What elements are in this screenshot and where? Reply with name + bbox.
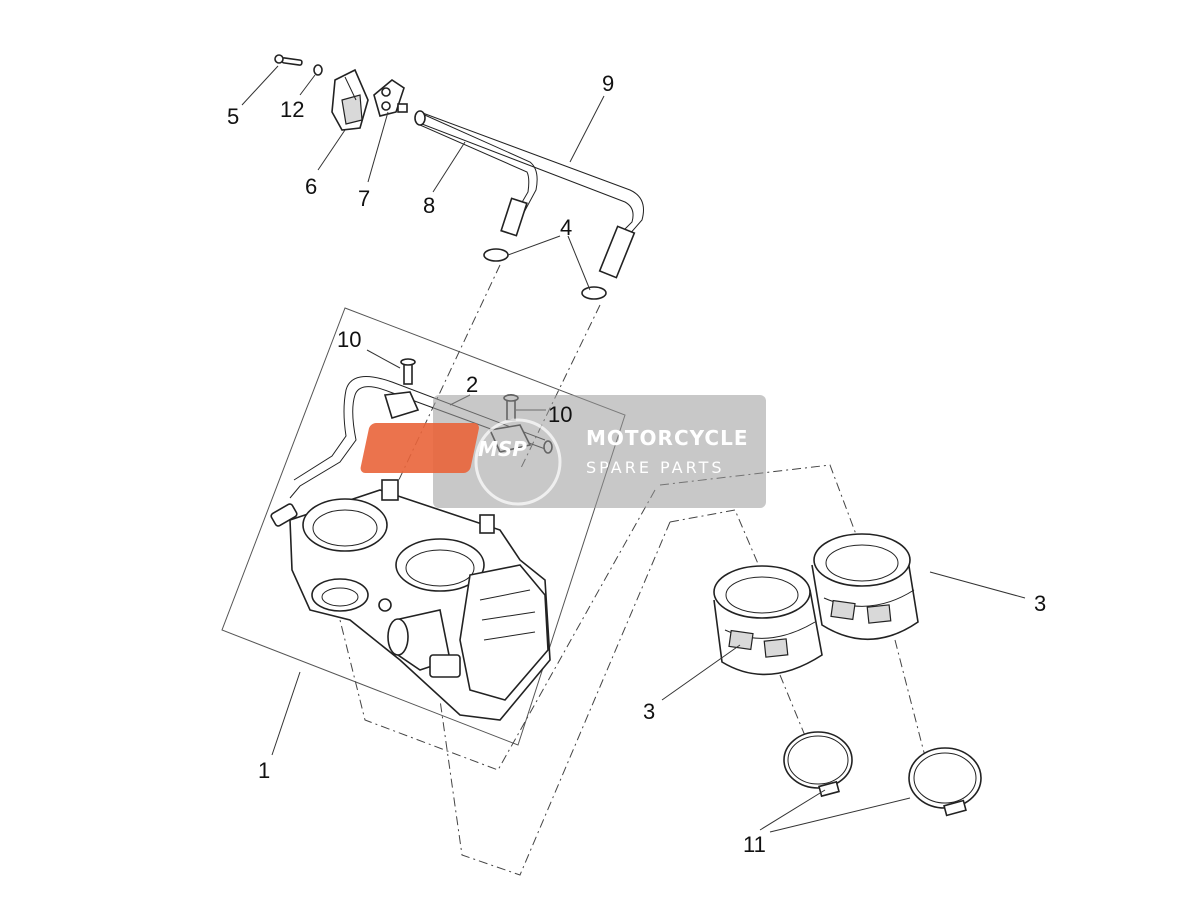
callout-6: 6 xyxy=(305,174,317,199)
intake-rubber-part-3-left xyxy=(713,565,823,676)
hose-clamp-part-11 xyxy=(783,731,982,817)
watermark-logo xyxy=(360,423,479,473)
callout-2: 2 xyxy=(466,372,478,397)
callout-3-left: 3 xyxy=(643,699,655,724)
hose-clamp-part-4 xyxy=(483,248,607,300)
callout-7: 7 xyxy=(358,186,370,211)
callout-11: 11 xyxy=(743,832,766,857)
globe-icon xyxy=(474,418,562,506)
intake-rubber-part-3-right xyxy=(811,533,919,641)
callout-12: 12 xyxy=(280,97,304,122)
callout-1: 1 xyxy=(258,758,270,783)
callout-9: 9 xyxy=(602,71,614,96)
watermark-subtitle: SPARE PARTS xyxy=(586,458,725,477)
callout-4: 4 xyxy=(560,215,572,240)
watermark-title: MOTORCYCLE xyxy=(586,426,748,450)
callout-labels: 1 2 3 3 4 5 6 7 8 9 10 10 11 12 xyxy=(227,71,1046,857)
callout-5: 5 xyxy=(227,104,239,129)
callout-10-upper: 10 xyxy=(337,327,361,352)
watermark-logo-text: MSP xyxy=(478,437,527,461)
watermark-background xyxy=(433,395,766,508)
watermark: MSP MOTORCYCLE SPARE PARTS xyxy=(360,395,766,508)
bracket-part-7 xyxy=(373,79,408,117)
hose-parts-8-9 xyxy=(414,110,644,279)
throttle-body-part-1 xyxy=(289,479,551,721)
sensor-part-6 xyxy=(331,68,369,131)
callout-10-lower: 10 xyxy=(548,402,572,427)
washer-part-12 xyxy=(313,64,323,76)
screw-part-5 xyxy=(274,54,303,66)
throttle-body-frame xyxy=(221,307,626,746)
callout-8: 8 xyxy=(423,193,435,218)
callout-3-right: 3 xyxy=(1034,591,1046,616)
